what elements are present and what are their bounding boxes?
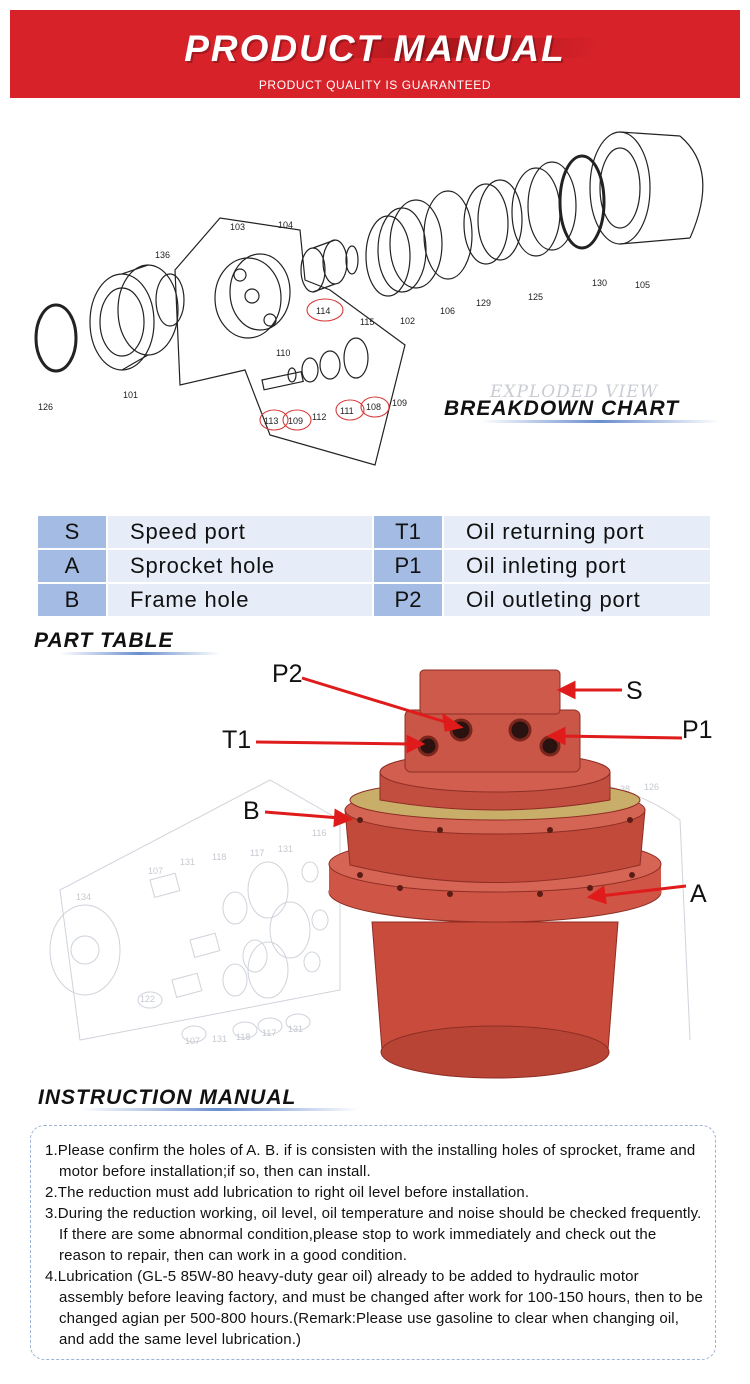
instruction-item: 1.Please confirm the holes of A. B. if i… bbox=[45, 1142, 696, 1180]
part-label-129: 129 bbox=[476, 298, 491, 308]
instruction-manual-title: INSTRUCTION MANUAL bbox=[38, 1086, 297, 1109]
part-label-102: 102 bbox=[400, 316, 415, 326]
part-label-114: 114 bbox=[316, 306, 330, 316]
legend-code: P2 bbox=[374, 584, 442, 616]
bg-part-label: 131 bbox=[180, 857, 195, 867]
bg-part-label: 126 bbox=[644, 782, 659, 792]
legend-description: Oil outleting port bbox=[444, 584, 710, 616]
legend-code: T1 bbox=[374, 516, 442, 548]
bg-part-label: 117 bbox=[262, 1028, 276, 1038]
part-label-113: 113 bbox=[264, 416, 278, 426]
legend-code: S bbox=[38, 516, 106, 548]
bg-part-label: 38 bbox=[620, 784, 630, 794]
bg-part-label: 107 bbox=[148, 866, 163, 876]
legend-description: Sprocket hole bbox=[108, 550, 372, 582]
bg-part-label: 131 bbox=[278, 844, 293, 854]
part-table-title: PART TABLE bbox=[34, 629, 174, 652]
instruction-item: 4.Lubrication (GL-5 85W-80 heavy-duty ge… bbox=[45, 1268, 704, 1348]
bg-part-label: 134 bbox=[76, 892, 91, 902]
part-label-112: 112 bbox=[312, 412, 326, 422]
part-label-110: 110 bbox=[276, 348, 290, 358]
callout-a: A bbox=[690, 880, 707, 908]
legend-code: A bbox=[38, 550, 106, 582]
travel-motor-illustration: 107 131 118 117 131 134 122 107 131 118 … bbox=[49, 669, 691, 1079]
exploded-view-watermark: EXPLODED VIEW bbox=[490, 382, 659, 402]
part-label-136: 136 bbox=[155, 250, 170, 260]
legend-description: Frame hole bbox=[108, 584, 372, 616]
instruction-box: 1.Please confirm the holes of A. B. if i… bbox=[30, 1125, 716, 1360]
bg-part-label: 122 bbox=[140, 994, 155, 1004]
page-subtitle: PRODUCT QUALITY IS GUARANTEED bbox=[258, 78, 492, 92]
legend-description: Oil inleting port bbox=[444, 550, 710, 582]
part-label-115: 115 bbox=[360, 317, 374, 327]
legend-code: B bbox=[38, 584, 106, 616]
bg-part-label: 116 bbox=[312, 828, 326, 838]
part-label-126: 126 bbox=[38, 402, 53, 412]
port-legend-table: S Speed port T1 Oil returning port A Spr… bbox=[38, 516, 710, 618]
part-label-101: 101 bbox=[123, 390, 138, 400]
instruction-title-underline bbox=[80, 1108, 360, 1111]
part-label-104: 104 bbox=[278, 220, 293, 230]
part-label-125: 125 bbox=[528, 292, 543, 302]
legend-description: Speed port bbox=[108, 516, 372, 548]
header-banner: PRODUCT MANUAL PRODUCT QUALITY IS GUARAN… bbox=[10, 10, 740, 98]
breakdown-title-underline bbox=[480, 420, 720, 423]
callout-s: S bbox=[626, 677, 643, 705]
breakdown-chart-title: BREAKDOWN CHART bbox=[444, 397, 680, 420]
part-label-111: 111 bbox=[340, 406, 354, 416]
legend-row: S Speed port T1 Oil returning port bbox=[38, 516, 710, 548]
legend-row: B Frame hole P2 Oil outleting port bbox=[38, 584, 710, 616]
part-label-109a: 109 bbox=[288, 416, 303, 426]
callout-p1: P1 bbox=[682, 716, 713, 744]
page-title: PRODUCT MANUAL bbox=[184, 28, 566, 69]
part-label-105: 105 bbox=[635, 280, 650, 290]
callout-b: B bbox=[243, 797, 260, 825]
legend-description: Oil returning port bbox=[444, 516, 710, 548]
instruction-item: 2.The reduction must add lubrication to … bbox=[45, 1184, 530, 1201]
part-label-106: 106 bbox=[440, 306, 455, 316]
part-table-title-underline bbox=[60, 652, 220, 655]
bg-part-label: 107 bbox=[185, 1036, 200, 1046]
bg-part-label: 131 bbox=[212, 1034, 227, 1044]
callout-p2: P2 bbox=[272, 660, 303, 688]
callout-t1: T1 bbox=[222, 726, 252, 754]
legend-code: P1 bbox=[374, 550, 442, 582]
instruction-item: 3.During the reduction working, oil leve… bbox=[45, 1205, 702, 1264]
exploded-view-diagram: 103 104 136 101 126 110 113 109 112 111 … bbox=[34, 131, 704, 466]
part-label-109b: 109 bbox=[392, 398, 407, 408]
part-label-130: 130 bbox=[592, 278, 607, 288]
bg-part-label: 117 bbox=[250, 848, 264, 858]
part-label-103: 103 bbox=[230, 222, 245, 232]
legend-row: A Sprocket hole P1 Oil inleting port bbox=[38, 550, 710, 582]
part-label-108: 108 bbox=[366, 402, 381, 412]
bg-part-label: 118 bbox=[212, 852, 226, 862]
bg-part-label: 131 bbox=[288, 1024, 303, 1034]
bg-part-label: 118 bbox=[236, 1032, 250, 1042]
